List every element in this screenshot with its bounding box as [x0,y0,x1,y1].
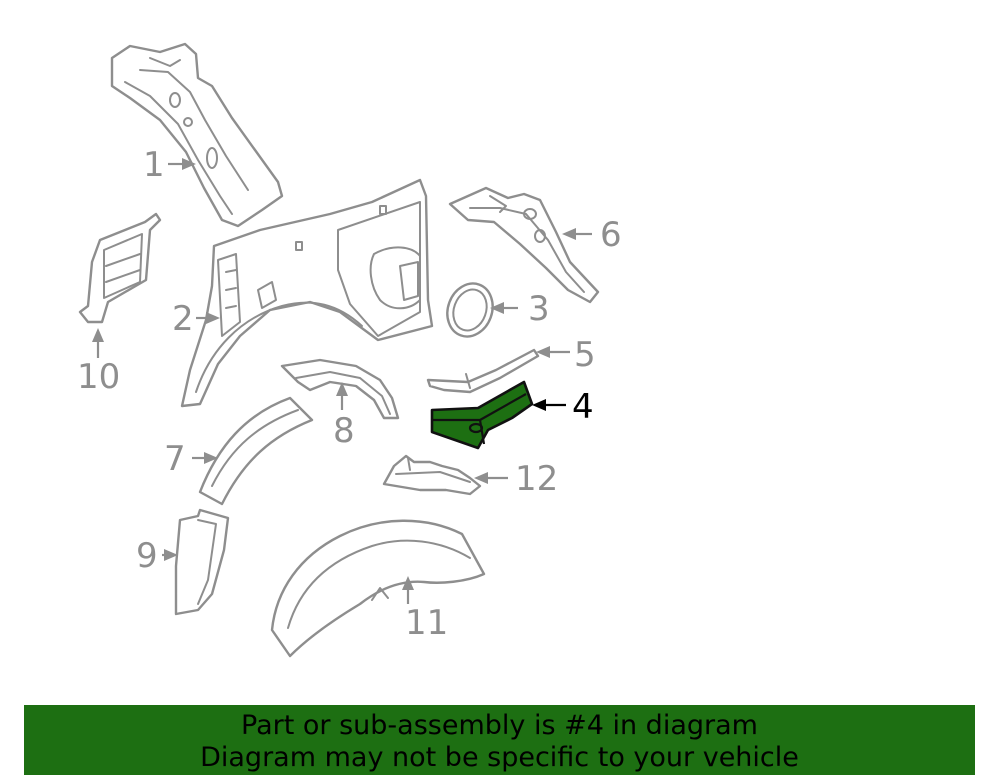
part-4-highlighted [430,380,534,450]
callout-11: 11 [405,603,448,643]
callout-8: 8 [333,411,355,451]
callout-7: 7 [164,439,186,479]
banner-line-2: Diagram may not be specific to your vehi… [200,742,799,773]
info-banner: Part or sub-assembly is #4 in diagram Di… [24,705,975,775]
part-9-lower-panel [174,508,230,616]
part-11-wheel-liner [270,519,486,658]
part-5-bracket [426,348,540,394]
callout-9: 9 [136,536,158,576]
part-8-wheelhouse [280,358,400,420]
part-6-reinforcement [448,186,600,304]
banner-line-1: Part or sub-assembly is #4 in diagram [241,710,758,741]
parts-diagram: 1 2 3 4 5 6 7 8 9 10 11 12 [77,42,622,658]
part-7-arch [198,396,314,506]
part-10-panel [78,212,162,324]
callout-12: 12 [515,459,558,499]
part-12-mount [382,454,482,496]
callout-2: 2 [172,299,194,339]
part-1-pillar [110,42,284,228]
part-3-fuel-door-ring [446,282,494,338]
callout-1: 1 [143,145,165,185]
leader-arrows [92,158,592,604]
callout-10: 10 [77,357,120,397]
callout-3: 3 [528,289,550,329]
callout-6: 6 [600,215,622,255]
part-2-quarter-panel [180,178,434,408]
callout-5: 5 [574,335,596,375]
callout-4: 4 [572,387,594,427]
